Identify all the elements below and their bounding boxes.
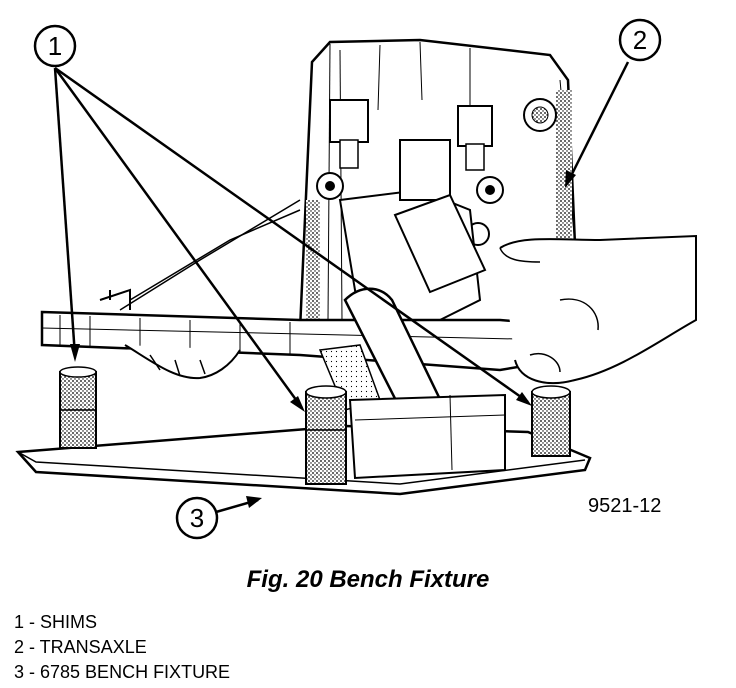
bench-fixture-illustration: 1 2 3 9521-12 xyxy=(15,18,697,540)
hand-right xyxy=(499,234,697,385)
legend-number: 3 xyxy=(14,662,25,682)
callout-1-leaders xyxy=(53,66,529,409)
legend: 1 - SHIMS 2 - TRANSAXLE 3 - 6785 BENCH F… xyxy=(14,610,230,685)
legend-item: 1 - SHIMS xyxy=(14,610,230,635)
legend-text: - SHIMS xyxy=(24,612,98,632)
legend-text: - TRANSAXLE xyxy=(24,637,147,657)
shim-post-right xyxy=(531,385,571,457)
hand-left xyxy=(124,344,241,380)
legend-number: 2 xyxy=(14,637,25,657)
legend-number: 1 xyxy=(14,612,25,632)
callout-2-leader xyxy=(565,61,630,188)
callout-3-number: 3 xyxy=(190,503,204,533)
legend-item: 3 - 6785 BENCH FIXTURE xyxy=(14,660,230,685)
callout-1: 1 xyxy=(33,24,77,68)
figure-id: 9521-12 xyxy=(588,495,661,517)
figure-caption: Fig. 20 Bench Fixture xyxy=(246,566,490,593)
legend-item: 2 - TRANSAXLE xyxy=(14,635,230,660)
callout-3: 3 xyxy=(175,496,219,540)
fixture-base-block xyxy=(348,393,506,480)
shim-post-left xyxy=(59,366,97,449)
legend-text: - 6785 BENCH FIXTURE xyxy=(24,662,231,682)
callout-1-number: 1 xyxy=(48,31,62,61)
shim-post-center xyxy=(305,385,347,485)
callout-2: 2 xyxy=(618,18,662,62)
callout-1-arrowheads xyxy=(70,344,532,412)
callout-2-number: 2 xyxy=(633,25,647,55)
callout-3-leader xyxy=(215,496,262,514)
